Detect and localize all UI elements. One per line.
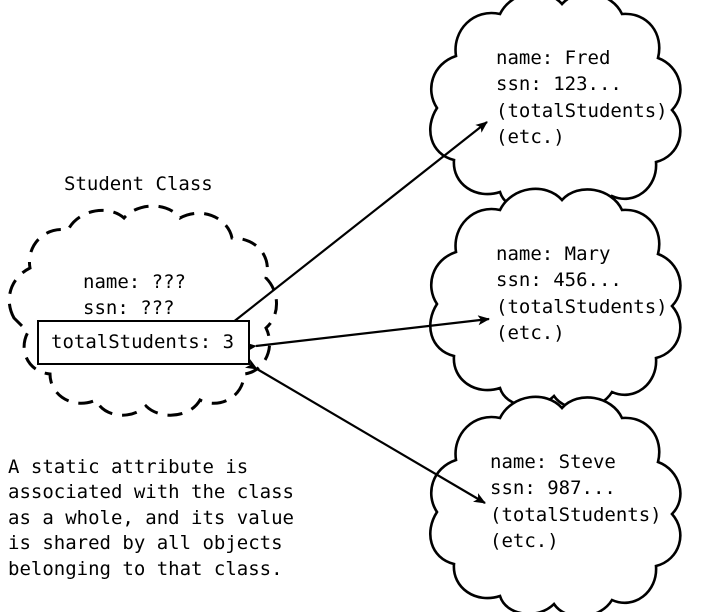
class-attributes-text: name: ??? ssn: ??? — [83, 271, 186, 319]
object-cloud-steve — [429, 395, 682, 612]
object-fred-text: name: Fred ssn: 123... (totalStudents) (… — [496, 47, 668, 149]
object-steve-text: name: Steve ssn: 987... (totalStudents) … — [490, 451, 662, 553]
static-attribute-box[interactable]: totalStudents: 3 — [37, 320, 250, 365]
static-attribute-label: totalStudents: 3 — [51, 331, 235, 353]
object-cloud-mary — [429, 187, 682, 410]
connector-mary — [244, 315, 490, 353]
connector-fred — [220, 121, 488, 334]
connector-steve — [244, 359, 486, 504]
object-cloud-fred — [429, 0, 682, 214]
object-mary-text: name: Mary ssn: 456... (totalStudents) (… — [496, 243, 668, 345]
page-title: Student Class — [64, 173, 213, 195]
caption-text: A static attribute is associated with th… — [8, 456, 294, 580]
